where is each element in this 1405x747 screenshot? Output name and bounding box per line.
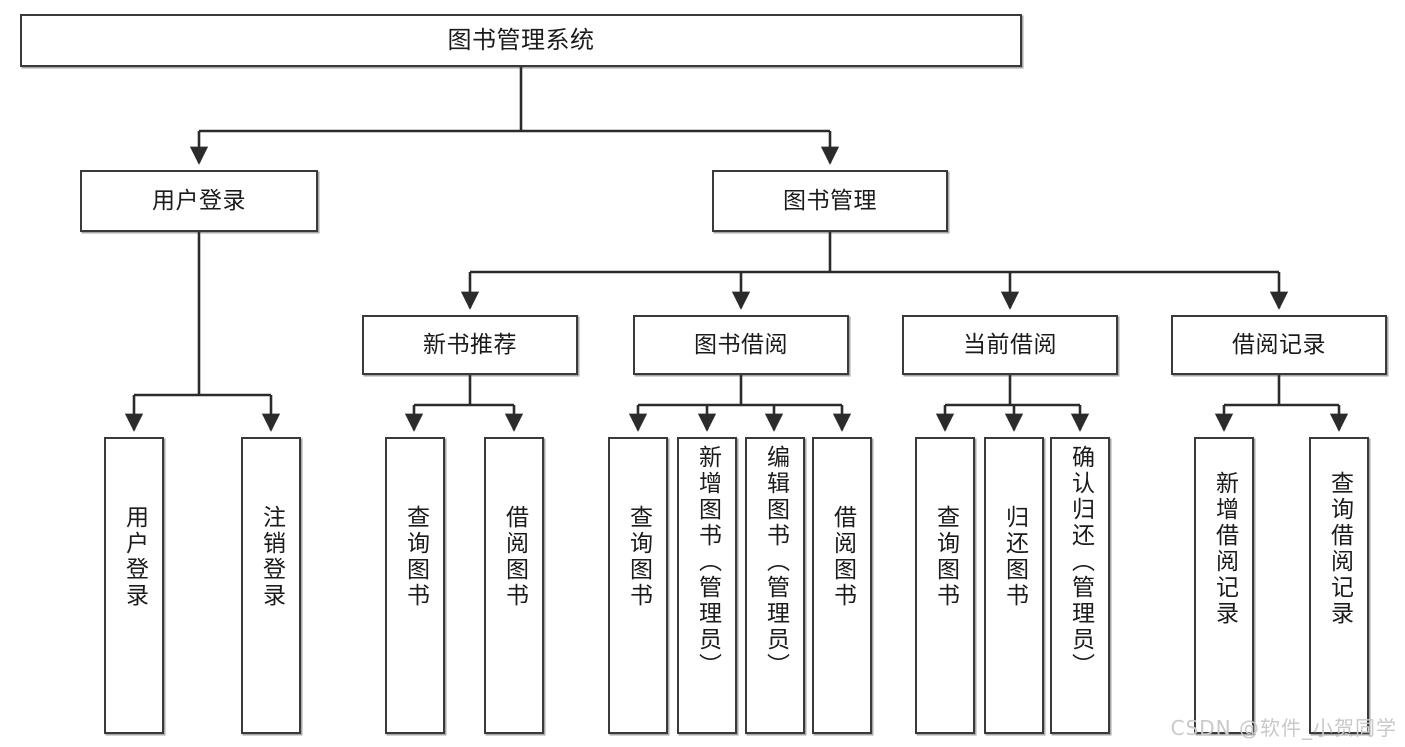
leaf-query-borrow-record[interactable]: 查询借阅记录 <box>1309 437 1369 734</box>
node-label: 查询图书 <box>402 505 429 609</box>
leaf-query-book-recommend[interactable]: 查询图书 <box>385 437 445 734</box>
node-user-login[interactable]: 用户登录 <box>80 170 318 232</box>
node-label: 查询图书 <box>932 505 959 609</box>
leaf-borrow-book-recommend[interactable]: 借阅图书 <box>484 437 544 734</box>
node-root-library-management-system[interactable]: 图书管理系统 <box>20 14 1022 67</box>
node-book-management[interactable]: 图书管理 <box>712 170 948 232</box>
node-label: 注销登录 <box>258 505 285 609</box>
node-label: 查询借阅记录 <box>1326 471 1353 627</box>
node-label: 编辑图书（管理员） <box>762 445 789 679</box>
leaf-query-book-current[interactable]: 查询图书 <box>915 437 975 734</box>
leaf-add-book-admin[interactable]: 新增图书（管理员） <box>677 437 737 734</box>
leaf-borrow-book[interactable]: 借阅图书 <box>812 437 872 734</box>
watermark-text: CSDN @软件_小贺同学 <box>1170 716 1397 740</box>
node-label: 借阅图书 <box>829 505 856 609</box>
leaf-add-borrow-record[interactable]: 新增借阅记录 <box>1194 437 1254 734</box>
node-new-book-recommend[interactable]: 新书推荐 <box>362 315 578 375</box>
node-label: 图书管理 <box>783 187 877 214</box>
node-label: 新增借阅记录 <box>1211 471 1238 627</box>
node-label: 当前借阅 <box>963 331 1057 358</box>
node-label: 用户登录 <box>152 187 246 214</box>
node-label: 归还图书 <box>1001 505 1028 609</box>
node-label: 图书借阅 <box>694 331 788 358</box>
leaf-user-login[interactable]: 用户登录 <box>104 437 164 734</box>
leaf-query-book-borrow[interactable]: 查询图书 <box>608 437 668 734</box>
node-label: 借阅图书 <box>501 505 528 609</box>
leaf-edit-book-admin[interactable]: 编辑图书（管理员） <box>745 437 805 734</box>
node-label: 新书推荐 <box>423 331 517 358</box>
node-label: 确认归还（管理员） <box>1067 445 1094 679</box>
node-label: 查询图书 <box>625 505 652 609</box>
node-book-borrow[interactable]: 图书借阅 <box>633 315 849 375</box>
leaf-logout-login[interactable]: 注销登录 <box>241 437 301 734</box>
node-borrow-records[interactable]: 借阅记录 <box>1171 315 1387 375</box>
leaf-return-book[interactable]: 归还图书 <box>984 437 1044 734</box>
node-label: 图书管理系统 <box>447 25 595 54</box>
node-current-borrow[interactable]: 当前借阅 <box>902 315 1118 375</box>
node-label: 借阅记录 <box>1232 331 1326 358</box>
leaf-confirm-return-admin[interactable]: 确认归还（管理员） <box>1050 437 1110 734</box>
node-label: 用户登录 <box>121 505 148 609</box>
node-label: 新增图书（管理员） <box>694 445 721 679</box>
